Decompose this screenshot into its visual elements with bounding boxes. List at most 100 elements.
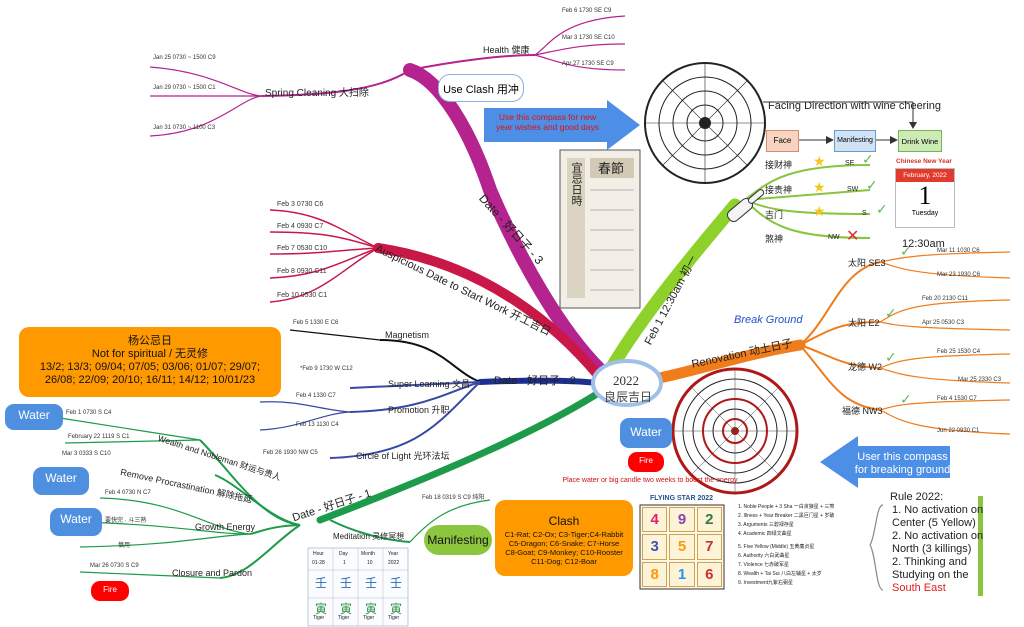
med-table-branch-1: 寅 xyxy=(315,602,328,616)
magnetism-label[interactable]: Magnetism xyxy=(385,330,430,340)
break-ground: Break Ground xyxy=(734,314,803,326)
face-box: Face xyxy=(766,130,799,152)
yang-sub: Not for spiritual / 无灵修 xyxy=(91,348,209,360)
manifesting-pill[interactable]: Manifesting xyxy=(424,525,492,555)
spring-item-2: Jan 29 0730 ~ 1500 C1 xyxy=(153,85,216,91)
calendar-weekday: Tuesday xyxy=(911,210,939,217)
auspicious-item-5: Feb 10 0530 C1 xyxy=(277,292,328,299)
health-item-3: Apr 27 1730 SE C9 xyxy=(562,61,614,67)
fs-list2-3: 7. Violence 七赤破军星 xyxy=(738,562,790,568)
time-1230: 12:30am xyxy=(902,238,945,250)
med-table-t1: 01-28 xyxy=(312,560,325,566)
growth-label[interactable]: Growth Energy xyxy=(195,522,256,532)
branch-feb1 xyxy=(605,198,742,374)
health-item-1: Feb 6 1730 SE C9 xyxy=(562,8,612,14)
closure-item: Mar 26 0730 S C9 xyxy=(90,563,139,569)
reno-sub-3[interactable]: 龙德 W2 xyxy=(848,362,883,372)
yang-dates: 13/2; 13/3; 09/04; 07/05; 03/06; 01/07; … xyxy=(39,361,261,386)
fs-list1-2: 2. Illness + Year Breaker 二黑巨门星 + 岁破 xyxy=(738,513,835,519)
clash-title: Clash xyxy=(548,514,580,528)
circle-light-label[interactable]: Circle of Light 光环法坛 xyxy=(356,451,450,461)
arrow-right-shape xyxy=(484,100,640,150)
fire-text-1: Fire xyxy=(103,585,117,594)
flying-star-cell: 1 xyxy=(669,561,695,587)
water-text-4: Water xyxy=(630,425,662,439)
promotion-label[interactable]: Promotion 升职 xyxy=(388,405,450,415)
check-icon: ✓ xyxy=(866,178,878,194)
reno-sub-2[interactable]: 太阳 E2 xyxy=(848,318,880,328)
wealth-item-1: Feb 1 0730 S C4 xyxy=(66,410,112,416)
branch-date1 xyxy=(316,388,604,524)
yang-gong-box: 杨公忌日 Not for spiritual / 无灵修 13/2; 13/3;… xyxy=(19,327,281,397)
compass-bottom xyxy=(671,367,799,495)
reno-sub-1[interactable]: 太阳 SE3 xyxy=(848,258,886,268)
rule-line-5: 2. Thinking and xyxy=(892,556,968,568)
med-table-t3: 10 xyxy=(367,560,373,566)
reno-sub-2-item-1: Feb 20 2130 C11 xyxy=(922,296,968,302)
flying-star-cell: 2 xyxy=(696,507,722,533)
almanac-spring-festival: 春節 xyxy=(598,161,625,176)
reno-sub-1-item-2: Mar 23 1930 C6 xyxy=(937,272,981,278)
pointing-hand-icon xyxy=(726,189,765,223)
med-table-animal-1: Tiger xyxy=(313,615,325,621)
god-1-dir: SE xyxy=(845,160,855,167)
drink-wine-text: Drink Wine xyxy=(901,137,939,146)
rule-line-6: Studying on the xyxy=(892,569,969,581)
med-table-h4: Year xyxy=(388,551,399,557)
super-learning-label[interactable]: Super Learning 文昌 xyxy=(388,379,471,389)
med-table-t2: 1 xyxy=(343,560,346,566)
fire-text-2: Fire xyxy=(639,456,653,465)
date2-label[interactable]: Date - 好日子 - 2 xyxy=(494,375,576,387)
use-clash-box[interactable]: Use Clash 用冲 xyxy=(438,74,524,102)
flying-star-cell: 9 xyxy=(669,507,695,533)
almanac-image xyxy=(559,149,641,309)
water-text-2: Water xyxy=(45,471,77,485)
rule-south-east: South East xyxy=(892,582,946,594)
yang-title: 杨公忌日 xyxy=(128,335,172,347)
god-3-dir: S xyxy=(862,210,867,217)
reno-sub-4[interactable]: 福德 NW3 xyxy=(842,406,883,416)
check-icon: ✓ xyxy=(876,202,888,218)
promotion-item-2: Feb 13 1130 C4 xyxy=(296,422,339,428)
med-table-animal-2: Tiger xyxy=(338,615,350,621)
growth-item-2: 要快完 · 斗三熟 xyxy=(105,518,147,524)
magnetism-item: Feb 5 1330 E C6 xyxy=(293,320,339,326)
center-subtitle: 良辰吉日 xyxy=(604,390,653,404)
med-table-stem-2: 壬 xyxy=(340,576,353,590)
fs-list1-4: 4. Academic 四绿文曲星 xyxy=(738,531,792,537)
star-icon: ★ xyxy=(813,180,826,196)
fs-list2-2: 6. Authority 六白武曲星 xyxy=(738,553,790,559)
calendar-day: 1 xyxy=(918,181,932,210)
branch-auspicious xyxy=(373,243,603,380)
reno-sub-4-item-2: Jun 22 0930 C1 xyxy=(937,428,980,434)
check-icon: ✓ xyxy=(885,350,897,366)
spring-cleaning-label[interactable]: Spring Cleaning 大扫除 xyxy=(265,88,369,99)
fs-list2-5: 9. Investment九紫右弼星 xyxy=(738,580,794,586)
med-table-stem-1: 壬 xyxy=(315,576,328,590)
reno-sub-4-item-1: Feb 4 1530 C7 xyxy=(937,396,977,402)
closure-label[interactable]: Closure and Pardon xyxy=(172,568,253,578)
health-label[interactable]: Health 健康 xyxy=(483,45,530,55)
auspicious-item-4: Feb 8 0930 C11 xyxy=(277,268,327,275)
procrastination-item: Mar 3 0333 S C10 xyxy=(62,451,111,457)
health-item-2: Mar 3 1730 SE C10 xyxy=(562,35,615,41)
check-icon: ✓ xyxy=(900,392,912,408)
clash-text: C1-Rat; C2-Ox; C3-Tiger;C4-Rabbit C5-Dra… xyxy=(504,530,624,566)
rule-line-4: North (3 killings) xyxy=(892,543,972,555)
water-text-1: Water xyxy=(18,408,50,422)
god-2-dir: SW xyxy=(847,186,859,193)
rule-title: Rule 2022: xyxy=(890,491,944,503)
god-1-name: 接财神 xyxy=(765,160,793,170)
rule-line-2: Center (5 Yellow) xyxy=(892,517,976,529)
meditation-label[interactable]: Meditation 灵修冥想 xyxy=(333,532,405,541)
med-table-h2: Day xyxy=(339,551,348,557)
super-learning-item: *Feb 9 1730 W C12 xyxy=(300,366,353,372)
flying-star-cell: 7 xyxy=(696,534,722,560)
flying-star-cell: 5 xyxy=(669,534,695,560)
water-badge-1: Water xyxy=(5,404,63,430)
god-3-name: 吉门 xyxy=(765,210,784,220)
fire-badge-1: Fire xyxy=(91,581,129,601)
promotion-item-1: Feb 4 1330 C7 xyxy=(296,393,336,399)
fs-list2-4: 8. Wealth + Tai Sui 八白左辅星 + 太岁 xyxy=(738,571,822,577)
auspicious-item-2: Feb 4 0930 C7 xyxy=(277,223,324,230)
